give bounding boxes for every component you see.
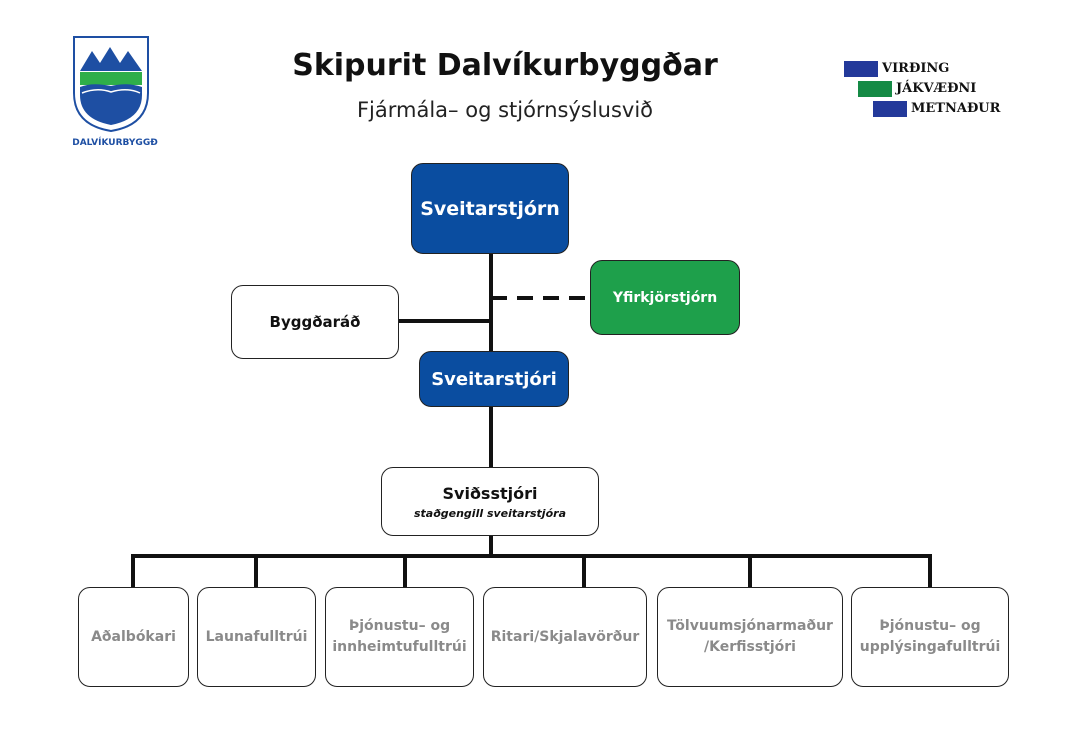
staff-ritari[interactable]: Ritari/Skjalavörður <box>483 587 647 687</box>
node-label: Yfirkjörstjórn <box>612 289 718 306</box>
staff-aðalbokari[interactable]: Aðalbókari <box>78 587 189 687</box>
coat-of-arms-icon <box>73 36 149 133</box>
staff-label: innheimtufulltrúi <box>332 639 467 655</box>
staff-tolvuumsjonarmadur[interactable]: Tölvuumsjónarmaður/Kerfisstjóri <box>657 587 843 687</box>
page-title: Skipurit Dalvíkurbyggðar <box>292 48 718 83</box>
node-municipal-board[interactable]: Byggðaráð <box>231 285 399 359</box>
node-label: Sveitarstjóri <box>431 368 557 390</box>
node-council[interactable]: Sveitarstjórn <box>411 163 569 254</box>
staff-thjonustu-upplysingafulltrui[interactable]: Þjónustu– og upplýsingafulltrúi <box>851 587 1009 687</box>
node-sublabel: staðgengill sveitarstjóra <box>413 506 566 520</box>
node-director[interactable]: Sviðsstjóri staðgengill sveitarstjóra <box>381 467 599 536</box>
value-bar-jakvaedni <box>858 81 892 97</box>
value-bar-metnadur <box>873 101 907 117</box>
value-bar-virding <box>844 61 878 77</box>
logo-text: DALVÍKURBYGGÐ <box>72 138 158 148</box>
node-election-board[interactable]: Yfirkjörstjórn <box>590 260 740 335</box>
staff-label: upplýsingafulltrúi <box>859 639 1001 655</box>
value-virding: VIRÐING <box>882 61 950 76</box>
value-metnadur: METNAÐUR <box>911 101 1001 116</box>
page-subtitle: Fjármála– og stjórnsýslusvið <box>356 98 654 122</box>
staff-thjonustu-innheimtufulltrui[interactable]: Þjónustu– og innheimtufulltrúi <box>325 587 474 687</box>
node-label: Byggðaráð <box>269 313 361 331</box>
staff-label: Ritari/Skjalavörður <box>490 628 640 645</box>
staff-launafulltrui[interactable]: Launafulltrúi <box>197 587 316 687</box>
node-label: Sviðsstjóri <box>442 483 538 503</box>
staff-label: Aðalbókari <box>91 628 176 645</box>
staff-label: Þjónustu– og <box>879 618 981 634</box>
value-jakvaedni: JÁKVÆÐNI <box>896 81 977 96</box>
staff-label: /Kerfisstjóri <box>704 639 796 655</box>
node-mayor[interactable]: Sveitarstjóri <box>419 351 569 407</box>
node-label: Sveitarstjórn <box>420 197 560 220</box>
staff-label: Þjónustu– og <box>348 618 451 634</box>
staff-label: Tölvuumsjónarmaður <box>667 618 833 634</box>
logo: DALVÍKURBYGGÐ <box>72 35 158 150</box>
staff-label: Launafulltrúi <box>205 628 308 645</box>
